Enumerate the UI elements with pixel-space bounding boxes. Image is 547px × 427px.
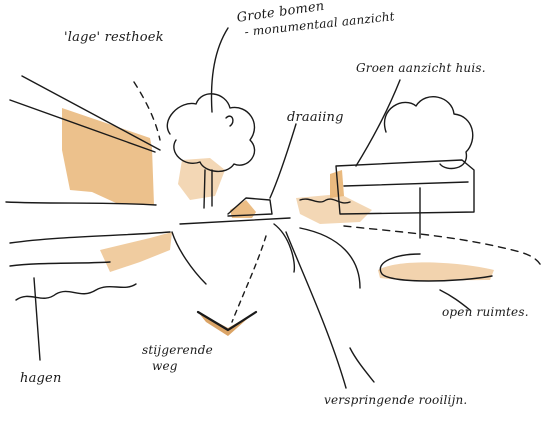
road-horizon bbox=[180, 218, 290, 224]
shrubs-fill bbox=[296, 194, 372, 224]
label-stijgerende-line2: weg bbox=[152, 360, 178, 373]
hedge-fill-left bbox=[100, 232, 172, 272]
arrow-head-fill bbox=[198, 312, 256, 336]
dashed-curve-right bbox=[344, 226, 542, 268]
tree-canopy-right bbox=[384, 97, 472, 169]
sweep-line-right bbox=[286, 232, 346, 388]
distant-house-roofline bbox=[344, 182, 468, 186]
dashed-arrow-road bbox=[232, 236, 266, 322]
label-verspringende: verspringende rooilijn. bbox=[324, 394, 467, 407]
hedge-line-bottom bbox=[10, 262, 110, 266]
hedge-vertical bbox=[34, 278, 40, 360]
label-lage-resthoek: 'lage' resthoek bbox=[64, 31, 164, 44]
road-edge-left bbox=[172, 232, 206, 284]
label-stijgerende-line1: stijgerende bbox=[142, 344, 213, 357]
label-draaiing: draaiing bbox=[287, 111, 344, 124]
label-groen-aanzicht: Groen aanzicht huis. bbox=[356, 62, 486, 75]
label-open-ruimtes: open ruimtes. bbox=[442, 306, 529, 319]
dashed-curve-top bbox=[134, 82, 160, 140]
pointer-draaiing bbox=[270, 124, 296, 198]
scribble-tree bbox=[226, 116, 233, 126]
label-hagen: hagen bbox=[20, 372, 62, 385]
pointer-verspringende bbox=[350, 348, 374, 382]
road-curve-right bbox=[274, 224, 294, 272]
pointer-groen bbox=[356, 80, 400, 166]
sweep-line-middle bbox=[300, 228, 360, 288]
ink-strokes bbox=[6, 28, 542, 388]
